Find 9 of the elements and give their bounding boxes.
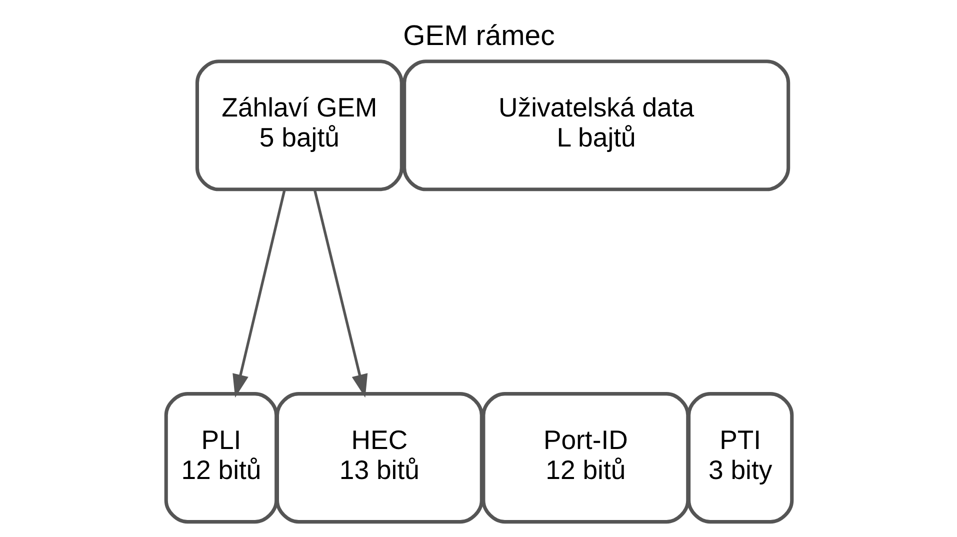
node-box: Port-ID 12 bitů xyxy=(481,392,690,524)
node-box: HEC 13 bitů xyxy=(274,392,483,524)
node-box: PLI 12 bitů xyxy=(164,392,278,524)
node-box: Záhlaví GEM 5 bajtů xyxy=(194,60,403,192)
node-box: PTI 3 bity xyxy=(686,392,794,524)
node-box: Uživatelská data L bajtů xyxy=(402,60,790,192)
arrow xyxy=(312,189,368,398)
arrow xyxy=(232,190,286,398)
diagram-title: GEM rámec xyxy=(402,20,554,52)
